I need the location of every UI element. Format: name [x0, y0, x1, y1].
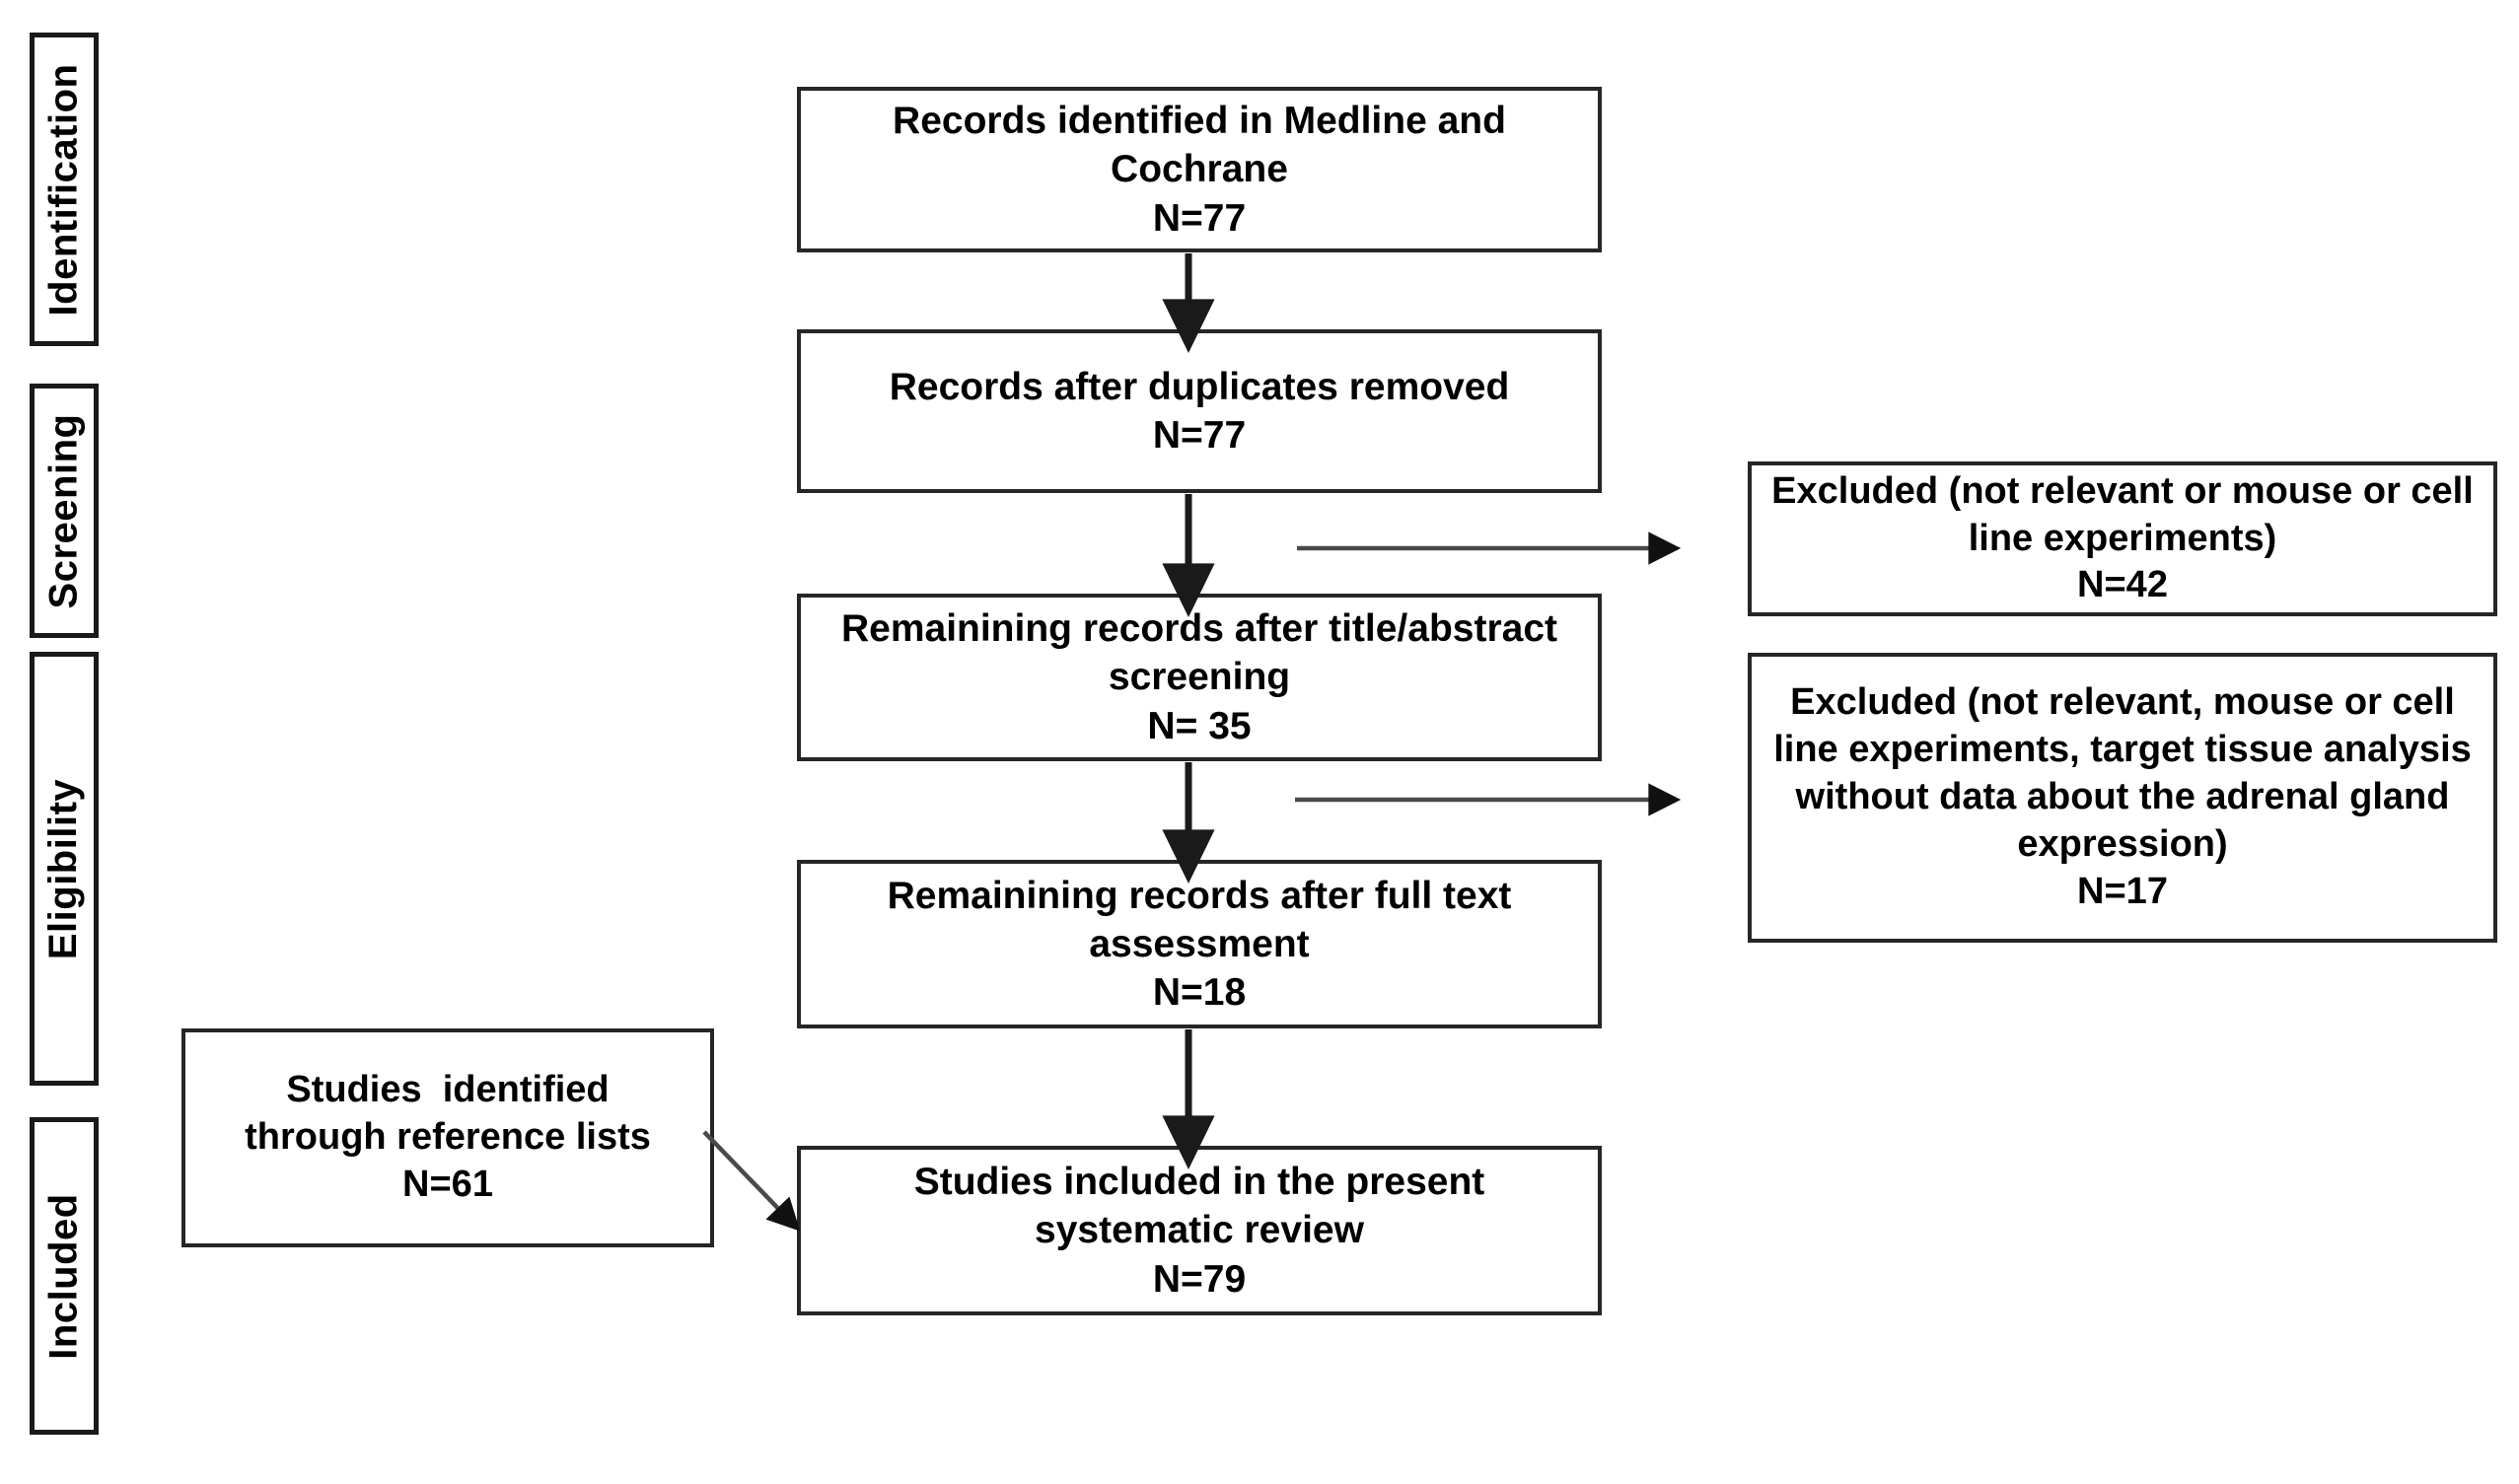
flow-box-line: Records identified in Medline and — [893, 100, 1506, 143]
stage-box-screening: Screening — [30, 384, 99, 638]
side-box-studies-from-references: Studies identified through reference lis… — [181, 1028, 714, 1247]
flow-box-count: N=18 — [1152, 971, 1247, 1015]
arrow-references-to-included — [702, 1130, 801, 1232]
exclusion-box-line: line experiments) — [1968, 517, 2277, 559]
stage-label-included: Included — [41, 1192, 86, 1360]
flow-box-records-identified: Records identified in Medline and Cochra… — [797, 87, 1602, 252]
stage-box-identification: Identification — [30, 33, 99, 346]
flow-box-count: N=79 — [1152, 1257, 1247, 1301]
flow-box-records-after-full-text: Remainining records after full text asse… — [797, 860, 1602, 1028]
flow-box-count: N=77 — [1152, 196, 1247, 240]
flow-box-records-after-title-abstract: Remainining records after title/abstract… — [797, 594, 1602, 761]
exclusion-box-line: expression) — [2017, 822, 2228, 865]
flow-box-count: N= 35 — [1147, 704, 1252, 747]
flow-box-studies-included: Studies included in the present systemat… — [797, 1146, 1602, 1315]
flow-box-line: Records after duplicates removed — [889, 365, 1510, 408]
flow-box-line: screening — [1108, 656, 1291, 699]
flow-box-records-after-duplicates: Records after duplicates removed N=77 — [797, 329, 1602, 493]
exclusion-box-line: without data about the adrenal gland — [1795, 776, 2450, 818]
stage-label-identification: Identification — [41, 63, 86, 316]
flow-box-count: N=77 — [1152, 414, 1247, 457]
exclusion-box-line: Excluded (not relevant or mouse or cell — [1771, 469, 2474, 512]
side-box-line: through reference lists — [245, 1116, 651, 1159]
flow-box-line: Cochrane — [1111, 148, 1288, 191]
exclusion-box-count: N=17 — [2077, 870, 2168, 912]
side-box-line: Studies identified — [286, 1069, 610, 1111]
flow-box-line: systematic review — [1035, 1209, 1364, 1252]
flow-box-line: assessment — [1089, 922, 1310, 965]
stage-box-eligibility: Eligibility — [30, 652, 99, 1086]
flow-box-line: Studies included in the present — [913, 1161, 1485, 1204]
flow-box-line: Remainining records after full text — [887, 874, 1512, 917]
exclusion-box-line: Excluded (not relevant, mouse or cell — [1790, 681, 2455, 724]
exclusion-box-count: N=42 — [2077, 564, 2168, 606]
exclusion-box-eligibility: Excluded (not relevant, mouse or cell li… — [1748, 653, 2497, 943]
exclusion-box-line: line experiments, target tissue analysis — [1773, 729, 2472, 771]
stage-box-included: Included — [30, 1117, 99, 1435]
flow-box-line: Remainining records after title/abstract — [840, 607, 1558, 651]
exclusion-box-screening: Excluded (not relevant or mouse or cell … — [1748, 461, 2497, 616]
stage-label-eligibility: Eligibility — [41, 778, 86, 959]
stage-label-screening: Screening — [41, 413, 86, 608]
side-box-count: N=61 — [402, 1163, 493, 1205]
